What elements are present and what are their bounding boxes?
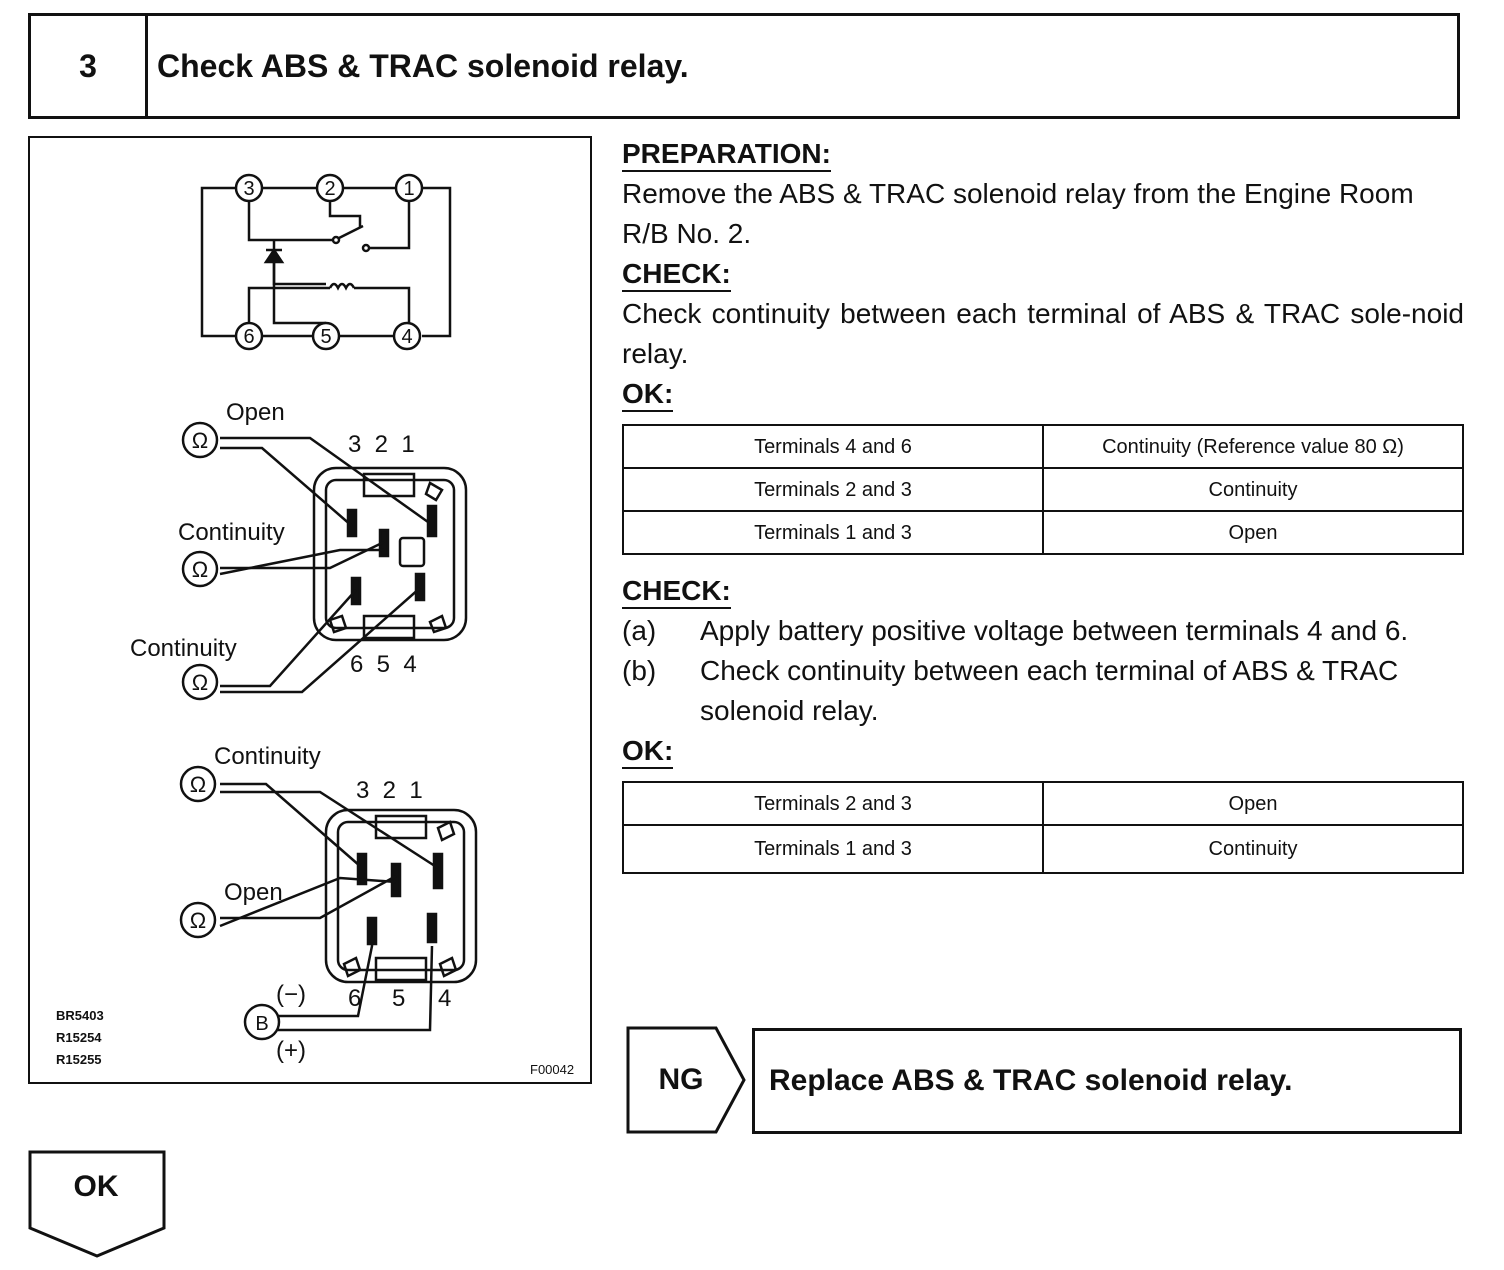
preparation-text: Remove the ABS & TRAC solenoid relay fro…: [622, 178, 1414, 249]
table-cell: Terminals 2 and 3: [622, 467, 1044, 512]
figure-number: F00042: [530, 1062, 575, 1077]
spec-table-unpowered: Terminals 4 and 6 Continuity (Reference …: [622, 424, 1464, 555]
battery-label: B: [255, 1013, 268, 1035]
terminal-6: [234, 321, 264, 351]
ohmmeter-continuity-2: [181, 663, 219, 701]
step-a-label: (a): [622, 615, 657, 646]
ohm-symbol: Ω: [190, 772, 206, 797]
table-cell: Terminals 1 and 3: [622, 510, 1044, 555]
ohm-symbol: Ω: [192, 428, 208, 453]
table-row: Terminals 2 and 3 Continuity: [622, 467, 1464, 512]
ng-tag: NG: [626, 1026, 746, 1134]
step-a-text: Apply battery positive voltage between t…: [700, 615, 1409, 646]
ok-label: OK: [73, 1170, 119, 1203]
step-title: Check ABS & TRAC solenoid relay.: [157, 47, 689, 84]
figure-code: R15255: [56, 1052, 102, 1067]
step-header: 3 Check ABS & TRAC solenoid relay.: [28, 13, 1460, 119]
terminal-3-label: 3: [243, 178, 254, 200]
table-row: Terminals 1 and 3 Open: [622, 510, 1464, 555]
circuit-schematic: [200, 186, 452, 338]
relay-top-numbers: 3 2 1: [356, 777, 423, 804]
ohm-symbol: Ω: [190, 908, 206, 933]
table-row: Terminals 1 and 3 Continuity: [622, 824, 1464, 874]
terminal-4-label: 4: [438, 985, 451, 1012]
label-open: Open: [226, 399, 285, 426]
step-a: (a) Apply battery positive voltage betwe…: [622, 611, 1468, 651]
terminal-1-label: 1: [403, 178, 414, 200]
relay-figure: 3 2 1 6 5 4: [28, 136, 592, 1084]
check-text: Check continuity between each terminal o…: [622, 298, 1464, 369]
table-cell: Terminals 2 and 3: [622, 781, 1044, 826]
label-positive: (+): [276, 1037, 306, 1064]
table-row: Terminals 2 and 3 Open: [622, 781, 1464, 826]
terminal-2-label: 2: [324, 178, 335, 200]
table-cell: Continuity (Reference value 80 Ω): [1042, 424, 1464, 469]
ohm-symbol: Ω: [192, 557, 208, 582]
terminal-5-label: 5: [392, 985, 405, 1012]
label-negative: (−): [276, 981, 306, 1008]
circuit-terminals: [234, 173, 424, 351]
preparation-heading: PREPARATION:: [622, 138, 831, 172]
table-cell: Open: [1042, 510, 1464, 555]
terminal-2: [315, 173, 345, 203]
ohmmeter-continuity: [179, 765, 217, 803]
terminal-6-label: 6: [243, 326, 254, 348]
ohmmeter-open: [179, 901, 217, 939]
terminal-5: [311, 321, 341, 351]
ok-heading: OK:: [622, 735, 674, 769]
figure-code: R15254: [56, 1030, 102, 1045]
step-b: (b) Check continuity between each termin…: [622, 651, 1468, 731]
table-row: Terminals 4 and 6 Continuity (Reference …: [622, 424, 1464, 469]
ok-arrow-shape: [28, 1150, 166, 1258]
ng-label: NG: [658, 1063, 704, 1096]
label-continuity: Continuity: [178, 519, 285, 546]
terminal-6-label: 6: [348, 985, 361, 1012]
terminal-4-label: 4: [401, 326, 412, 348]
step-number: 3: [31, 16, 148, 116]
terminal-4: [392, 321, 422, 351]
table-cell: Terminals 1 and 3: [622, 824, 1044, 874]
battery-symbol: [243, 1003, 281, 1041]
ohmmeter-open: [181, 421, 219, 459]
step-b-label: (b): [622, 655, 657, 686]
label-continuity: Continuity: [214, 743, 321, 770]
table-cell: Continuity: [1042, 824, 1464, 874]
ohm-symbol: Ω: [192, 670, 208, 695]
ok-heading: OK:: [622, 378, 674, 412]
instructions: PREPARATION: Remove the ABS & TRAC solen…: [622, 134, 1468, 874]
terminal-5-label: 5: [320, 326, 331, 348]
label-continuity: Continuity: [130, 635, 237, 662]
terminal-1: [394, 173, 424, 203]
ng-action: Replace ABS & TRAC solenoid relay.: [752, 1028, 1462, 1134]
ohmmeter-continuity-1: [181, 550, 219, 588]
relay-test-unpowered: [181, 421, 468, 701]
figure-code: BR5403: [56, 1008, 104, 1023]
relay-test-powered: [179, 765, 478, 1041]
ok-tag: OK: [28, 1150, 166, 1258]
step-b-text: Check continuity between each terminal o…: [700, 655, 1399, 726]
relay-bottom-numbers: 6 5 4: [350, 651, 417, 678]
table-cell: Terminals 4 and 6: [622, 424, 1044, 469]
table-cell: Continuity: [1042, 467, 1464, 512]
relay-diagram: 3 2 1 6 5 4: [130, 173, 478, 1064]
relay-top-numbers: 3 2 1: [348, 431, 415, 458]
label-open: Open: [224, 879, 283, 906]
terminal-3: [234, 173, 264, 203]
ng-arrow-shape: [626, 1026, 746, 1134]
check-heading: CHECK:: [622, 575, 731, 609]
check-heading: CHECK:: [622, 258, 731, 292]
table-cell: Open: [1042, 781, 1464, 826]
spec-table-powered: Terminals 2 and 3 Open Terminals 1 and 3…: [622, 781, 1464, 874]
